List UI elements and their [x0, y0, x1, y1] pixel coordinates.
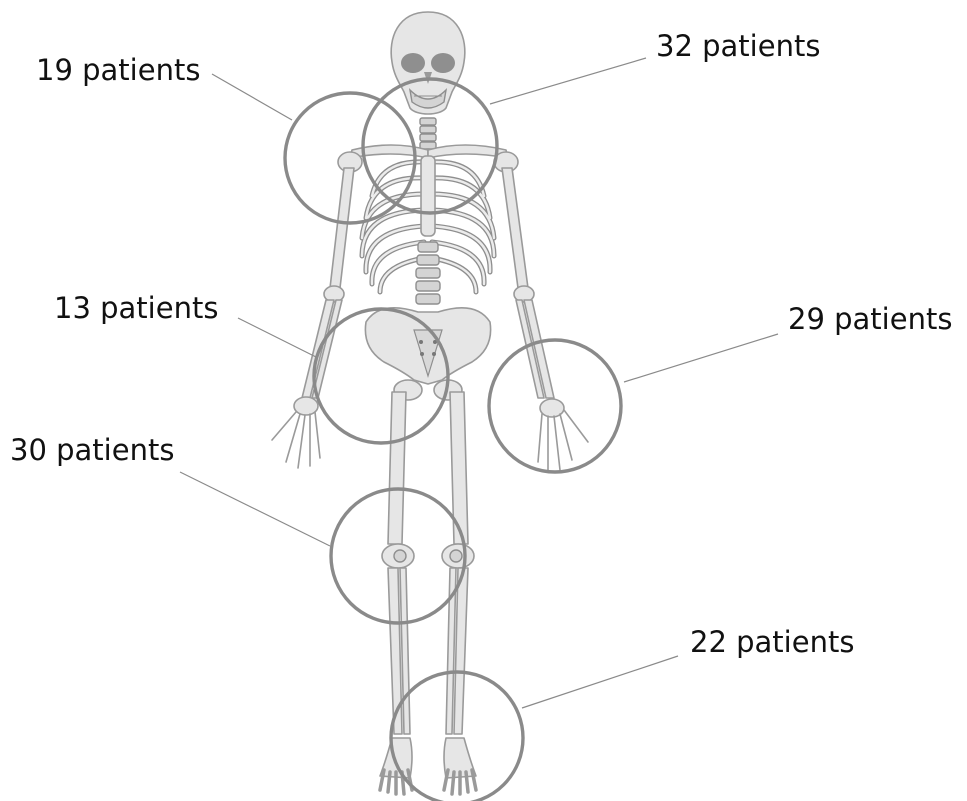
leader-line-19 [212, 74, 292, 120]
callout-label-neck-shoulder-right: 19 patients [36, 56, 200, 85]
right-leg [380, 392, 414, 794]
leader-line-22 [522, 656, 678, 708]
leader-line-29 [624, 334, 778, 382]
callout-label-neck-shoulder-left: 32 patients [656, 32, 820, 61]
callout-label-hand-left: 29 patients [788, 305, 952, 334]
callout-label-hip-right: 13 patients [54, 294, 218, 323]
callout-label-foot-left: 22 patients [690, 628, 854, 657]
pelvis [365, 308, 490, 400]
lumbar-spine [416, 242, 440, 304]
cervical-spine [420, 118, 436, 149]
left-leg [442, 392, 476, 794]
left-arm [502, 168, 588, 470]
callout-label-knee-right: 30 patients [10, 436, 174, 465]
leader-line-32 [490, 58, 646, 104]
leader-line-30 [180, 472, 330, 546]
skull [391, 12, 465, 114]
leader-line-13 [238, 318, 318, 358]
